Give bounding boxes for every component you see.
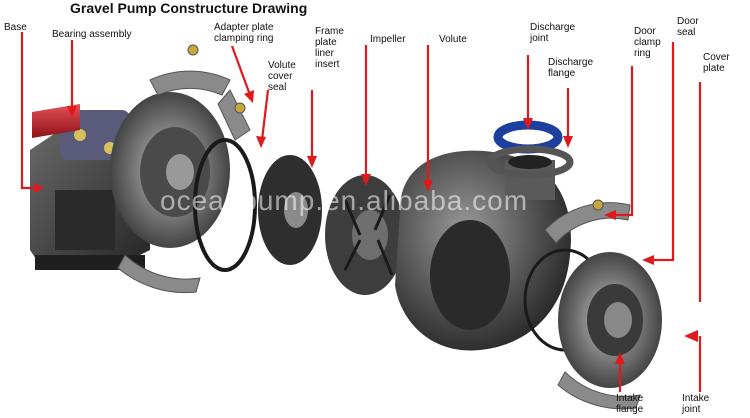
label-bearing-assembly: Bearing assembly [52,29,132,40]
label-cover-plate: Cover plate [703,52,730,74]
arrow-door-seal [642,255,654,265]
watermark-text: oceanpump.en.alibaba.com [160,185,529,216]
arrow-cover-plate [684,330,698,342]
label-adapter-plate-clamping-ring: Adapter plate clamping ring [214,22,274,44]
label-door-seal: Door seal [677,16,699,38]
label-base: Base [4,22,27,33]
leader-base [20,32,38,190]
label-intake-joint: Intake joint [682,393,710,415]
frame-plate-liner-part [258,155,322,265]
door-clamp-ring-part [544,199,641,410]
volute-cover-seal-part [193,138,257,272]
leader-arrowheads [34,90,698,364]
arrow-discharge-joint [523,118,533,130]
arrow-door-clamp-ring [604,210,616,220]
label-intake-flange: Intake flange [616,393,644,415]
cover-plate-part [558,252,662,388]
arrow-frame-plate-liner [307,156,317,168]
label-volute-cover-seal: Volute cover seal [268,60,296,93]
label-frame-plate-liner-insert: Frame plate liner insert [315,26,344,70]
impeller-part [325,175,405,295]
arrow-bearing [67,106,77,118]
label-volute: Volute [439,34,467,45]
arrow-discharge-flange [563,136,573,148]
adapter-clamp-ring-part [117,44,251,294]
leader-door-seal [650,42,675,262]
arrow-volute-cover-seal [256,136,266,148]
leader-volute-cover-seal [260,89,270,141]
discharge-flange-part [486,145,574,179]
leader-door-clamp-ring [612,66,634,217]
leader-adapter-clamp [230,45,252,96]
arrow-base [34,183,44,193]
arrow-impeller [361,174,371,186]
arrow-volute [423,180,433,192]
volute-part [395,150,571,351]
label-discharge-flange: Discharge flange [548,57,594,79]
label-impeller: Impeller [370,34,406,45]
adapter-plate-part [110,92,230,248]
diagram-title: Gravel Pump Constructure Drawing [70,0,308,16]
label-discharge-joint: Discharge joint [530,22,576,44]
leader-lines [20,32,702,392]
label-door-clamp-ring: Door clamp ring [634,26,661,59]
arrow-intake-flange [615,352,625,364]
arrow-adapter-clamp [244,90,254,103]
